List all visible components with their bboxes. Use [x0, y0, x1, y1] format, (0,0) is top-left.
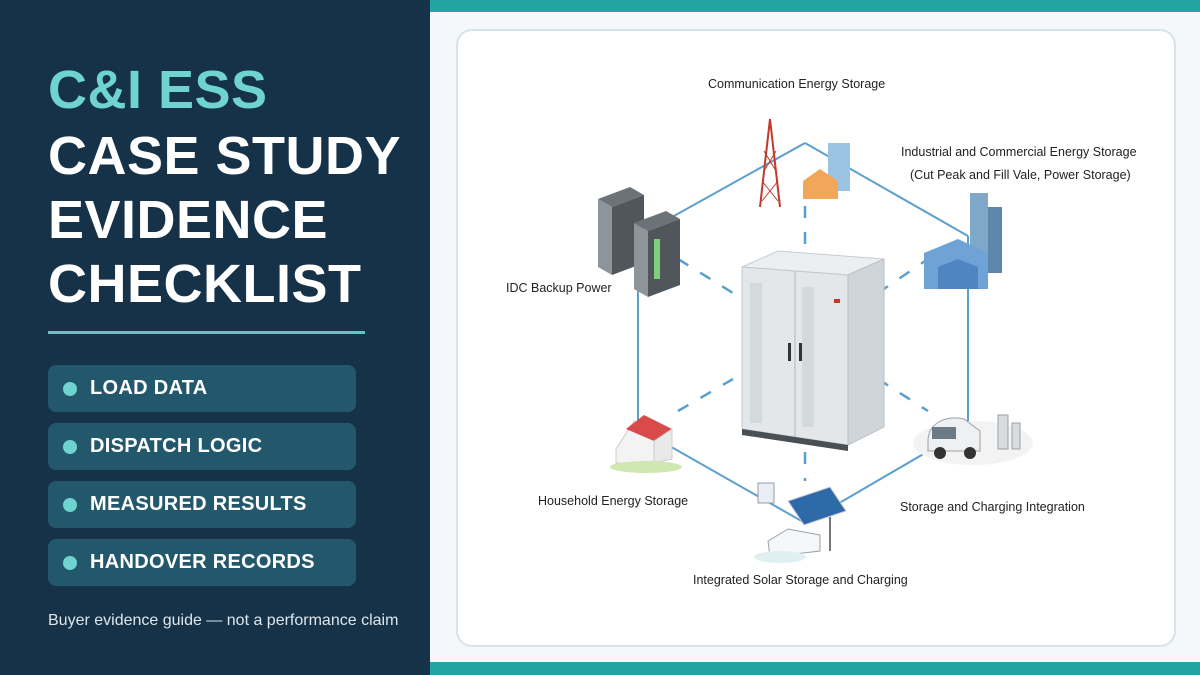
title-line-3: EVIDENCE: [48, 190, 329, 250]
title-divider: [48, 331, 365, 334]
checklist-label: HANDOVER RECORDS: [90, 551, 315, 573]
label-communication-storage: Communication Energy Storage: [708, 77, 886, 91]
label-industrial-storage-detail: (Cut Peak and Fill Vale, Power Storage): [910, 168, 1131, 182]
industrial-buildings-icon: [924, 193, 1002, 289]
label-household-storage: Household Energy Storage: [538, 494, 689, 508]
bullet-icon: [63, 439, 77, 454]
application-diagram: [598, 118, 1033, 563]
diagram-card: Communication Energy Storage Industrial …: [456, 29, 1176, 647]
checklist-item-handover-records: HANDOVER RECORDS: [48, 539, 356, 586]
label-idc-backup: IDC Backup Power: [506, 281, 612, 295]
dashed-spokes: [677, 206, 929, 481]
bottom-accent-bar: [430, 662, 1200, 675]
label-industrial-storage: Industrial and Commercial Energy Storage: [901, 145, 1137, 159]
bullet-icon: [63, 381, 77, 396]
title-line-1: C&I ESS: [48, 60, 268, 120]
telecom-tower-icon: [759, 118, 850, 208]
charging-station-icon: [913, 414, 1033, 465]
server-rack-icon: [598, 187, 680, 297]
left-panel: C&I ESS CASE STUDY EVIDENCE CHECKLIST LO…: [0, 0, 430, 675]
solar-carport-icon: [754, 482, 847, 563]
checklist-label: DISPATCH LOGIC: [90, 435, 263, 457]
house-icon: [610, 415, 682, 473]
checklist-label: MEASURED RESULTS: [90, 493, 307, 515]
title-line-2: CASE STUDY: [48, 126, 402, 186]
checklist-item-load-data: LOAD DATA: [48, 365, 356, 412]
checklist-item-dispatch-logic: DISPATCH LOGIC: [48, 423, 356, 470]
top-accent-bar: [430, 0, 1200, 12]
checklist-label: LOAD DATA: [90, 377, 208, 399]
label-solar-storage: Integrated Solar Storage and Charging: [693, 573, 908, 587]
footnote: Buyer evidence guide — not a performance…: [48, 612, 399, 629]
label-charging-integration: Storage and Charging Integration: [900, 500, 1085, 514]
bullet-icon: [63, 555, 77, 570]
ess-cabinet-icon: [741, 250, 885, 451]
checklist-item-measured-results: MEASURED RESULTS: [48, 481, 356, 528]
bullet-icon: [63, 497, 77, 512]
title-line-4: CHECKLIST: [48, 254, 362, 314]
